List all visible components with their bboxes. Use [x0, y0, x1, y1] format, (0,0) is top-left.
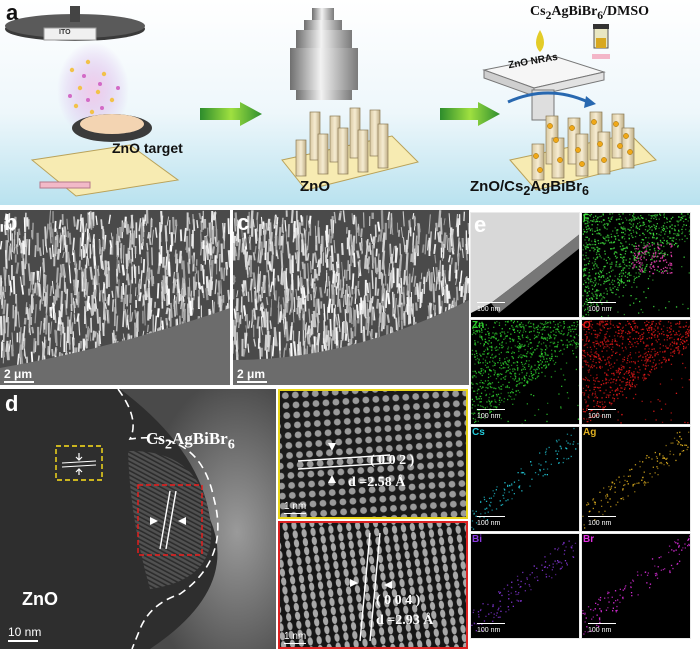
panel-c-scale-label: 2 μm	[237, 367, 266, 381]
inset-bottom-scale-bar	[284, 643, 306, 644]
panel-b-letter: b	[4, 210, 18, 235]
eds-scale-bar	[477, 516, 505, 517]
eds-scale-bar	[588, 623, 616, 624]
eds-scale-label: 100 nm	[477, 413, 501, 420]
inset-bottom-dspacing-label: d =2.93 Å	[376, 613, 434, 628]
eds-element-tag: Br	[583, 534, 595, 545]
substrate-holder-disk	[5, 6, 145, 41]
inset-bottom-plane-label: ( 0 0 4 )	[376, 593, 421, 608]
eds-scale-label: 100 nm	[588, 627, 612, 634]
eds-map-f: F 100 nm	[581, 212, 691, 318]
eds-element-tag: Bi	[472, 534, 482, 545]
autoclave-icon	[290, 8, 358, 100]
eds-map-ag: Ag 100 nm	[581, 426, 691, 532]
eds-map-zn: Zn 100 nm	[470, 319, 580, 425]
eds-map-br: Br 100 nm	[581, 533, 691, 639]
process-arrow-1	[200, 102, 262, 126]
panel-b-sem-image: b 2 μm	[0, 210, 230, 385]
panel-d-hrtem-image: d Cs2AgBiBr6 ZnO 10 nm	[0, 389, 276, 649]
process-arrow-2	[440, 102, 500, 126]
eds-element-tag: F	[583, 213, 590, 224]
eds-element-tag: Ag	[583, 427, 597, 438]
eds-scale-bar	[477, 302, 505, 303]
panel-e-letter: e	[474, 212, 487, 237]
eds-scale-bar	[477, 409, 505, 410]
eds-scale-label: 100 nm	[477, 306, 501, 313]
zno-region-label: ZnO	[22, 589, 58, 609]
inset-red-filtered-image: ( 0 0 4 ) d =2.93 Å 1 nm	[278, 521, 468, 649]
inset-top-scale-bar	[284, 513, 306, 514]
inset-top-dspacing-label: d =2.58 Å	[348, 475, 406, 490]
panel-d-scale-bar	[8, 640, 38, 642]
panel-b-scale-bar	[4, 381, 34, 383]
eds-scale-bar	[588, 516, 616, 517]
interface-boundary	[117, 389, 219, 649]
eds-element-tag: O	[583, 320, 591, 331]
eds-scale-label: 100 nm	[477, 520, 501, 527]
panel-c-scale-bar	[237, 381, 267, 383]
eds-map-cs: Cs 100 nm	[470, 426, 580, 532]
panel-c-sem-image: c 2 μm	[233, 210, 469, 385]
panel-d-scale-label: 10 nm	[8, 625, 42, 639]
red-roi-box	[137, 484, 203, 556]
zno-perovskite-product-label: ZnO/Cs2AgBiBr6	[470, 178, 589, 198]
panel-b-scale-label: 2 μm	[4, 367, 33, 381]
inset-bottom-scale-label: 1 nm	[284, 631, 307, 642]
eds-map-haadf: 100 nm	[470, 212, 580, 318]
inset-yellow-filtered-image: ( 0 0 2 ) d =2.58 Å 1 nm	[278, 389, 468, 519]
droplet-icon	[536, 30, 544, 52]
panel-d-letter: d	[5, 391, 19, 416]
panel-c-letter: c	[237, 210, 250, 235]
eds-element-tag: Zn	[472, 320, 485, 331]
precursor-label: Cs2AgBiBr6/DMSO	[530, 4, 649, 22]
eds-scale-label: 100 nm	[477, 627, 501, 634]
panel-a-schematic: a	[0, 0, 700, 205]
eds-element-tag: Cs	[472, 427, 485, 438]
eds-map-bi: Bi 100 nm	[470, 533, 580, 639]
inset-top-plane-label: ( 0 0 2 )	[370, 453, 415, 468]
eds-scale-bar	[588, 409, 616, 410]
inset-top-scale-label: 1 nm	[284, 501, 307, 512]
ito-label: ITO	[59, 29, 71, 36]
eds-scale-label: 100 nm	[588, 413, 612, 420]
eds-map-o: O 100 nm	[581, 319, 691, 425]
eds-scale-bar	[477, 623, 505, 624]
eds-scale-label: 100 nm	[588, 520, 612, 527]
zno-product-label: ZnO	[300, 178, 330, 195]
zno-target-label: ZnO target	[112, 140, 183, 156]
perovskite-label: Cs2AgBiBr6	[146, 429, 235, 453]
panel-a-letter: a	[6, 0, 19, 25]
eds-scale-label: 100 nm	[588, 306, 612, 313]
eds-scale-bar	[588, 302, 616, 303]
fabrication-schematic	[5, 6, 657, 197]
